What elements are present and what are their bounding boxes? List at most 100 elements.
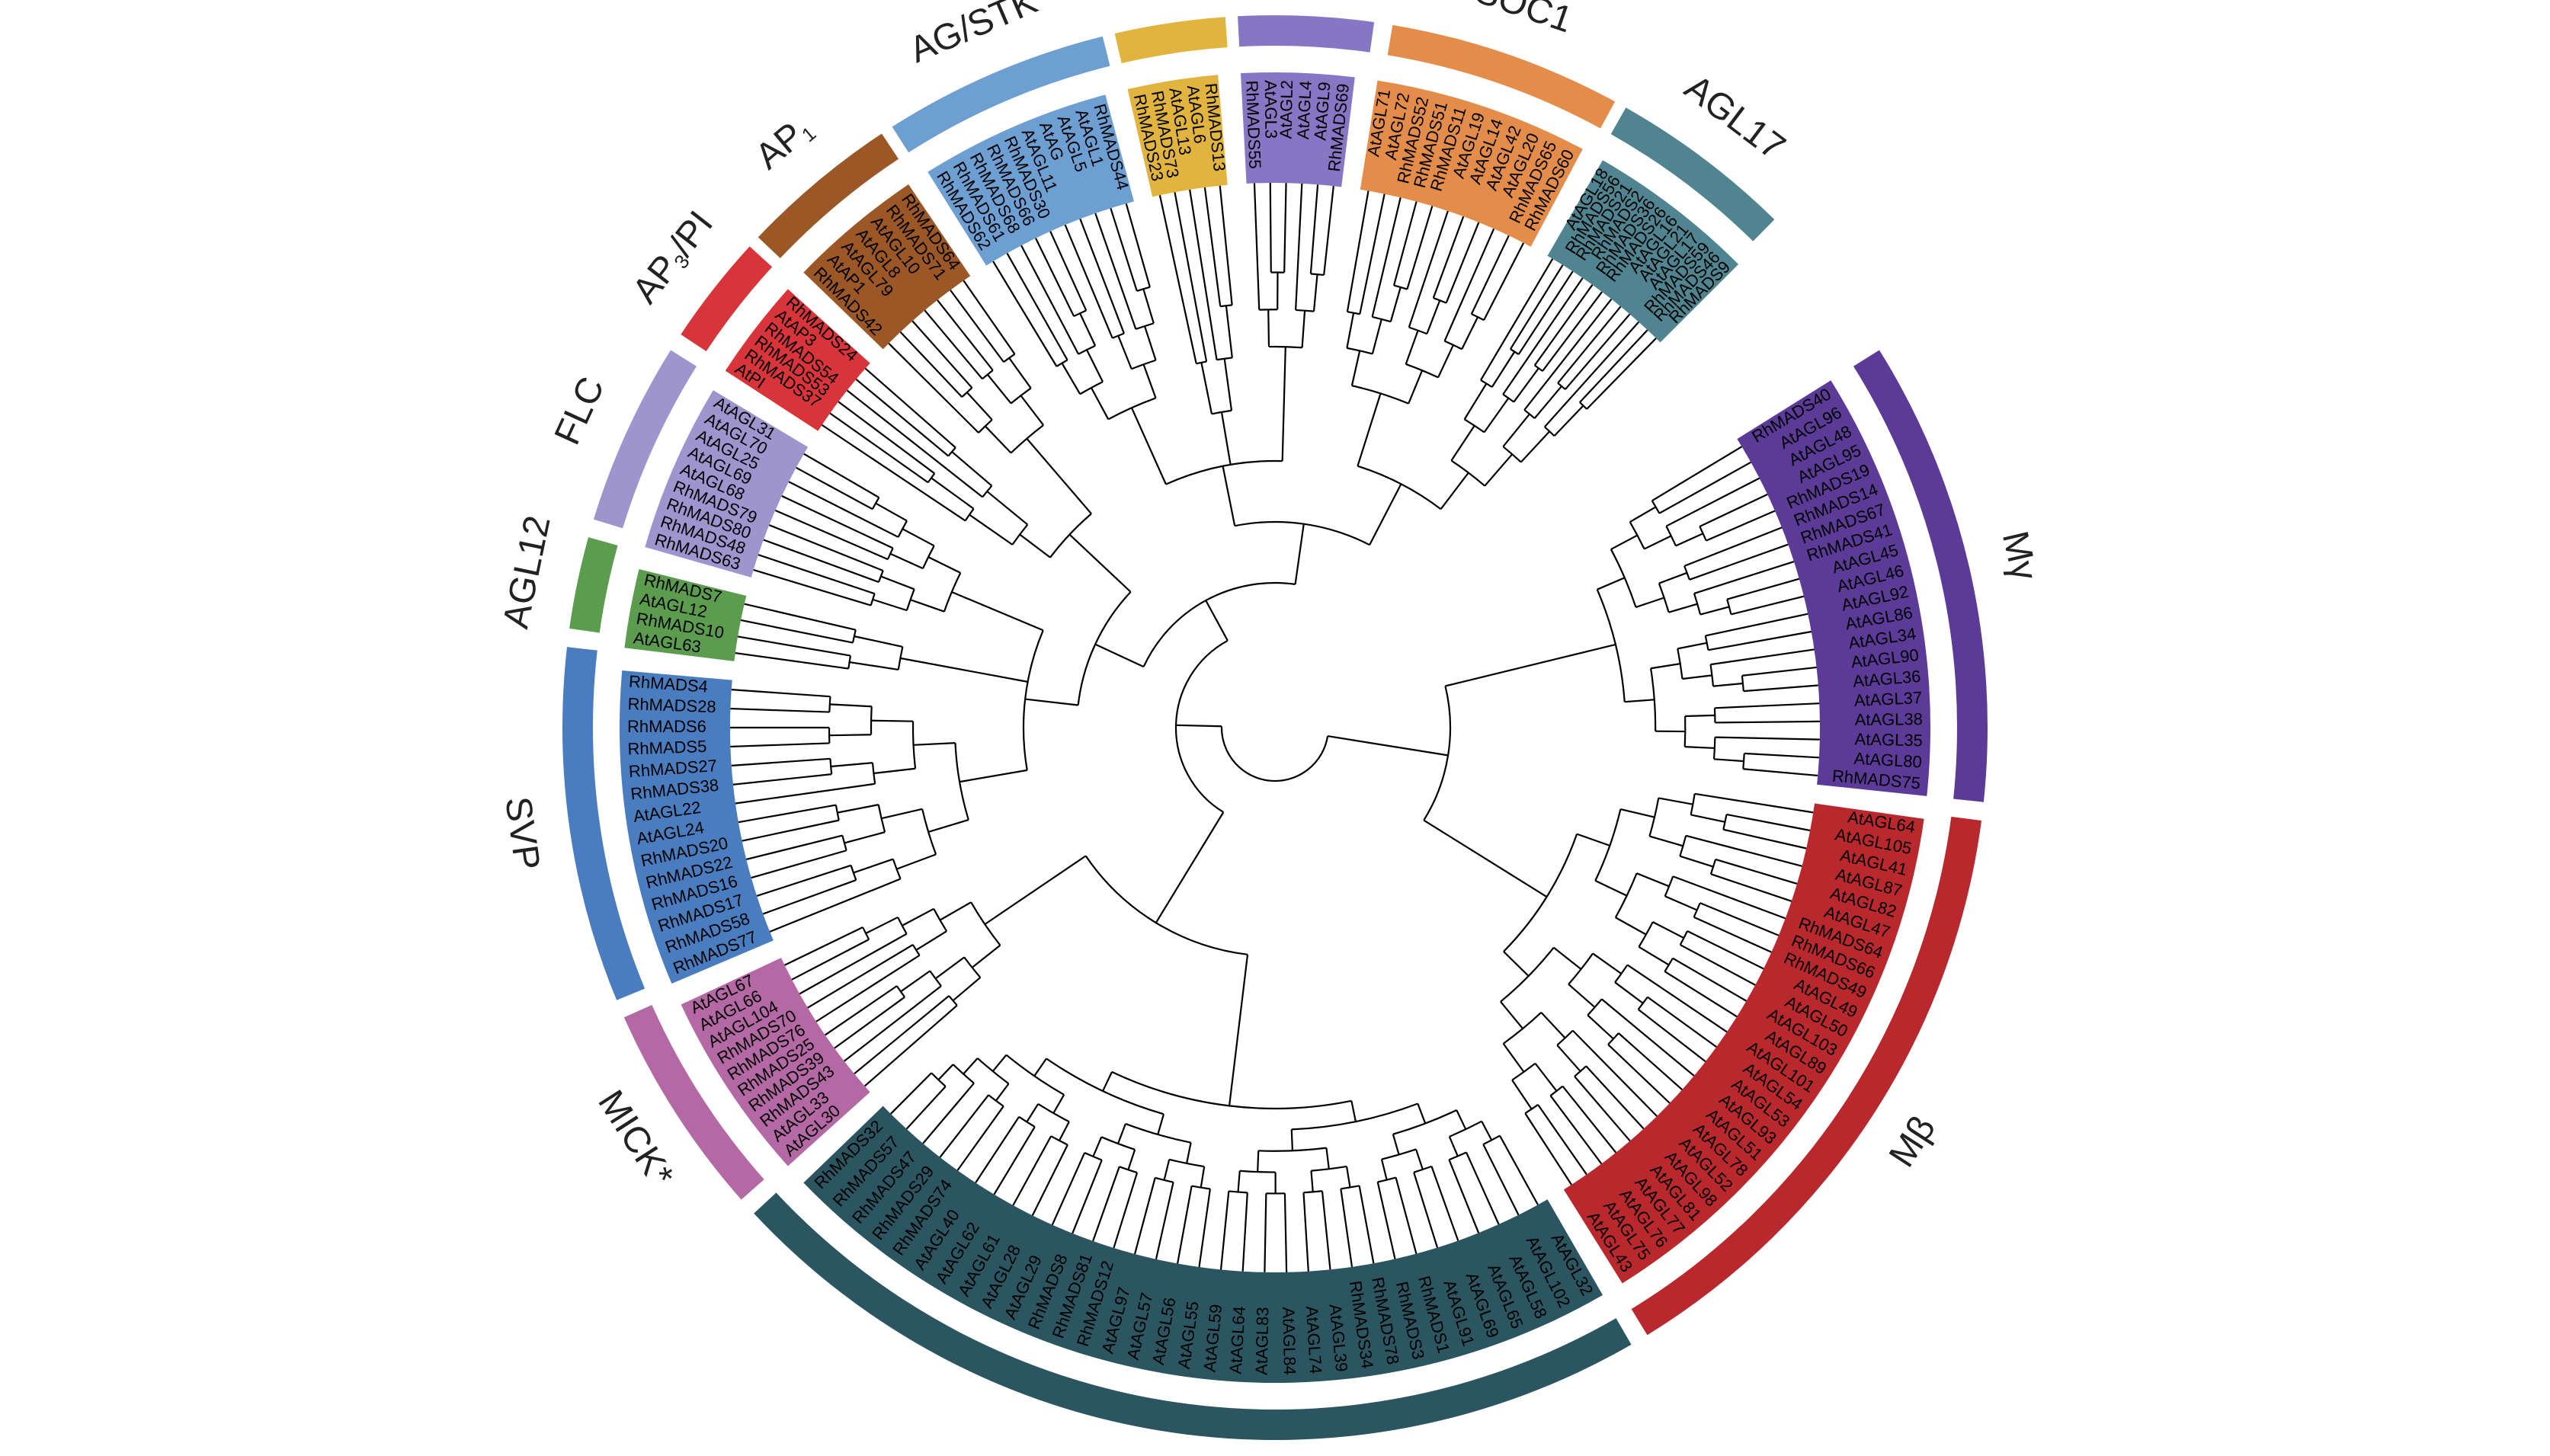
- branch: [1683, 526, 1783, 567]
- branch: [1615, 917, 1647, 936]
- branch: [1301, 310, 1306, 348]
- branch: [1687, 930, 1764, 970]
- branch: [1448, 1136, 1459, 1157]
- branch: [1709, 859, 1717, 875]
- branch: [1019, 533, 1051, 558]
- clade-arc-SOC1: [1387, 24, 1616, 129]
- branch: [1464, 418, 1485, 434]
- branch: [1713, 758, 1744, 763]
- branch: [1585, 1065, 1645, 1130]
- branch: [1484, 453, 1514, 487]
- branch: [799, 933, 908, 995]
- leaf-label: AtAGL74: [1302, 1305, 1325, 1374]
- branch: [986, 491, 1029, 526]
- branch: [838, 401, 935, 475]
- branch: [1614, 964, 1629, 983]
- branch: [897, 917, 908, 935]
- branch: [1008, 357, 1032, 389]
- branch: [915, 930, 947, 951]
- branch: [939, 901, 972, 921]
- branch: [740, 619, 854, 644]
- branch: [1675, 533, 1704, 547]
- branch: [1715, 720, 1820, 724]
- branch: [1350, 1100, 1357, 1122]
- branch: [927, 472, 936, 483]
- branch: [1142, 289, 1155, 324]
- branch: [854, 635, 903, 648]
- branch: [905, 1086, 947, 1130]
- branch: [1699, 606, 1730, 616]
- branch: [847, 655, 852, 669]
- band-AP3PI: [725, 289, 870, 431]
- branch: [951, 590, 1044, 632]
- branch: [1311, 1165, 1347, 1172]
- branch: [1668, 603, 1698, 613]
- branch: [735, 782, 876, 805]
- branch: [1690, 814, 1725, 823]
- branch: [900, 657, 1028, 683]
- branch: [796, 466, 873, 510]
- branch: [730, 707, 830, 713]
- branch: [1665, 526, 1677, 546]
- branch: [1574, 1076, 1631, 1142]
- branch: [1445, 222, 1480, 303]
- branch: [889, 552, 924, 570]
- clade-arc-AGL12: [569, 537, 618, 633]
- branch: [1158, 194, 1197, 364]
- branch: [1480, 258, 1554, 381]
- branch: [1413, 1172, 1439, 1248]
- branch: [1652, 921, 1684, 939]
- branch: [1327, 734, 1449, 757]
- branch: [1594, 879, 1628, 897]
- branch: [1481, 1121, 1493, 1141]
- branch: [763, 539, 879, 584]
- branch: [1079, 381, 1104, 395]
- branch: [784, 926, 863, 966]
- branch: [899, 331, 963, 398]
- band-AGL12: [624, 568, 747, 661]
- branch: [815, 954, 921, 1022]
- branch: [1440, 472, 1469, 510]
- branch: [1520, 430, 1550, 463]
- branch: [1594, 808, 1622, 882]
- branch: [1710, 873, 1792, 902]
- branch: [1432, 216, 1465, 299]
- branch: [1405, 330, 1419, 365]
- clade-arc-MICK: [623, 1005, 764, 1200]
- branch: [753, 568, 872, 606]
- branch: [1685, 714, 1715, 718]
- branch: [1220, 726, 1329, 782]
- branch: [1679, 835, 1687, 857]
- leaf-label: AtAGL35: [1854, 729, 1923, 750]
- branch: [1090, 387, 1110, 420]
- branch: [1430, 1166, 1459, 1241]
- clade-arc-Mgamma: [1853, 350, 1988, 802]
- branch: [1483, 242, 1525, 321]
- branch: [825, 985, 898, 1036]
- band-SEP: [1240, 72, 1355, 187]
- branch: [1726, 599, 1732, 615]
- branch: [1136, 286, 1151, 293]
- branch: [1502, 1043, 1525, 1073]
- branch: [1651, 446, 1743, 502]
- branch: [829, 703, 872, 708]
- branch: [1408, 370, 1424, 405]
- branch: [1006, 252, 1068, 361]
- tree-branches: [730, 183, 1820, 1272]
- leaf-labels: RhMADS9RhMADS46RhMADS59AtAGL17AtAGL21AtA…: [627, 80, 1923, 1375]
- branch: [939, 1094, 989, 1158]
- branch: [829, 734, 872, 737]
- branch: [964, 508, 975, 522]
- branch: [1323, 186, 1334, 276]
- branch: [1658, 461, 1751, 514]
- branch: [1649, 835, 1683, 847]
- branch: [1196, 360, 1207, 365]
- branch: [1026, 437, 1092, 514]
- branch: [1579, 329, 1648, 403]
- leaf-label: AtAGL9: [1311, 82, 1334, 142]
- branch: [1503, 951, 1530, 977]
- branch: [1726, 578, 1800, 600]
- branch: [1321, 1191, 1331, 1270]
- branch: [1211, 409, 1232, 415]
- branch: [1281, 347, 1286, 462]
